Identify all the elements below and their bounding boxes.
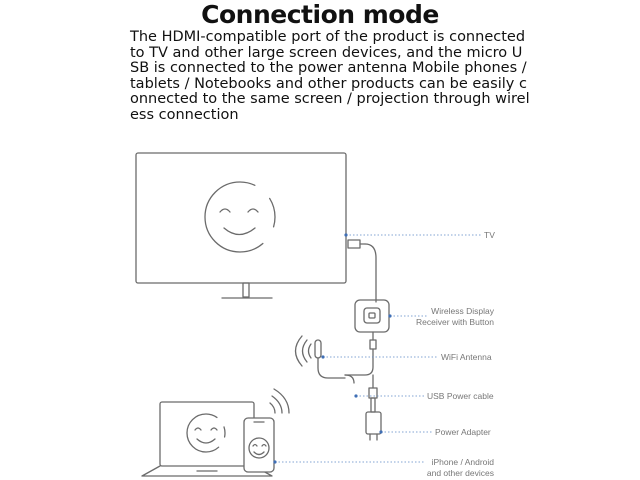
micro-usb-plug — [344, 331, 377, 376]
power-adapter — [365, 411, 382, 441]
wifi-antenna — [294, 335, 346, 379]
label-receiver-line2: Receiver with Button — [416, 317, 494, 327]
tv-monitor — [135, 152, 347, 299]
usb-power-cable — [344, 374, 378, 413]
page-title: Connection mode — [201, 0, 439, 29]
mobile-phone — [243, 417, 275, 473]
smiley-face-icon — [204, 181, 276, 253]
hdmi-cable — [347, 239, 377, 303]
label-wifi-antenna: WiFi Antenna — [441, 352, 492, 362]
label-devices-line1: iPhone / Android — [432, 457, 495, 467]
label-devices-line2: and other devices — [427, 468, 494, 478]
wifi-signal-icon — [269, 388, 290, 414]
wireless-display-receiver — [354, 299, 390, 333]
label-usb-cable: USB Power cable — [427, 391, 494, 401]
description-text: The HDMI-compatible port of the product … — [130, 29, 530, 123]
label-receiver-line1: Wireless Display — [431, 306, 495, 316]
label-tv: TV — [484, 230, 495, 240]
smiley-face-icon — [186, 413, 226, 453]
label-power-adapter: Power Adapter — [435, 427, 491, 437]
